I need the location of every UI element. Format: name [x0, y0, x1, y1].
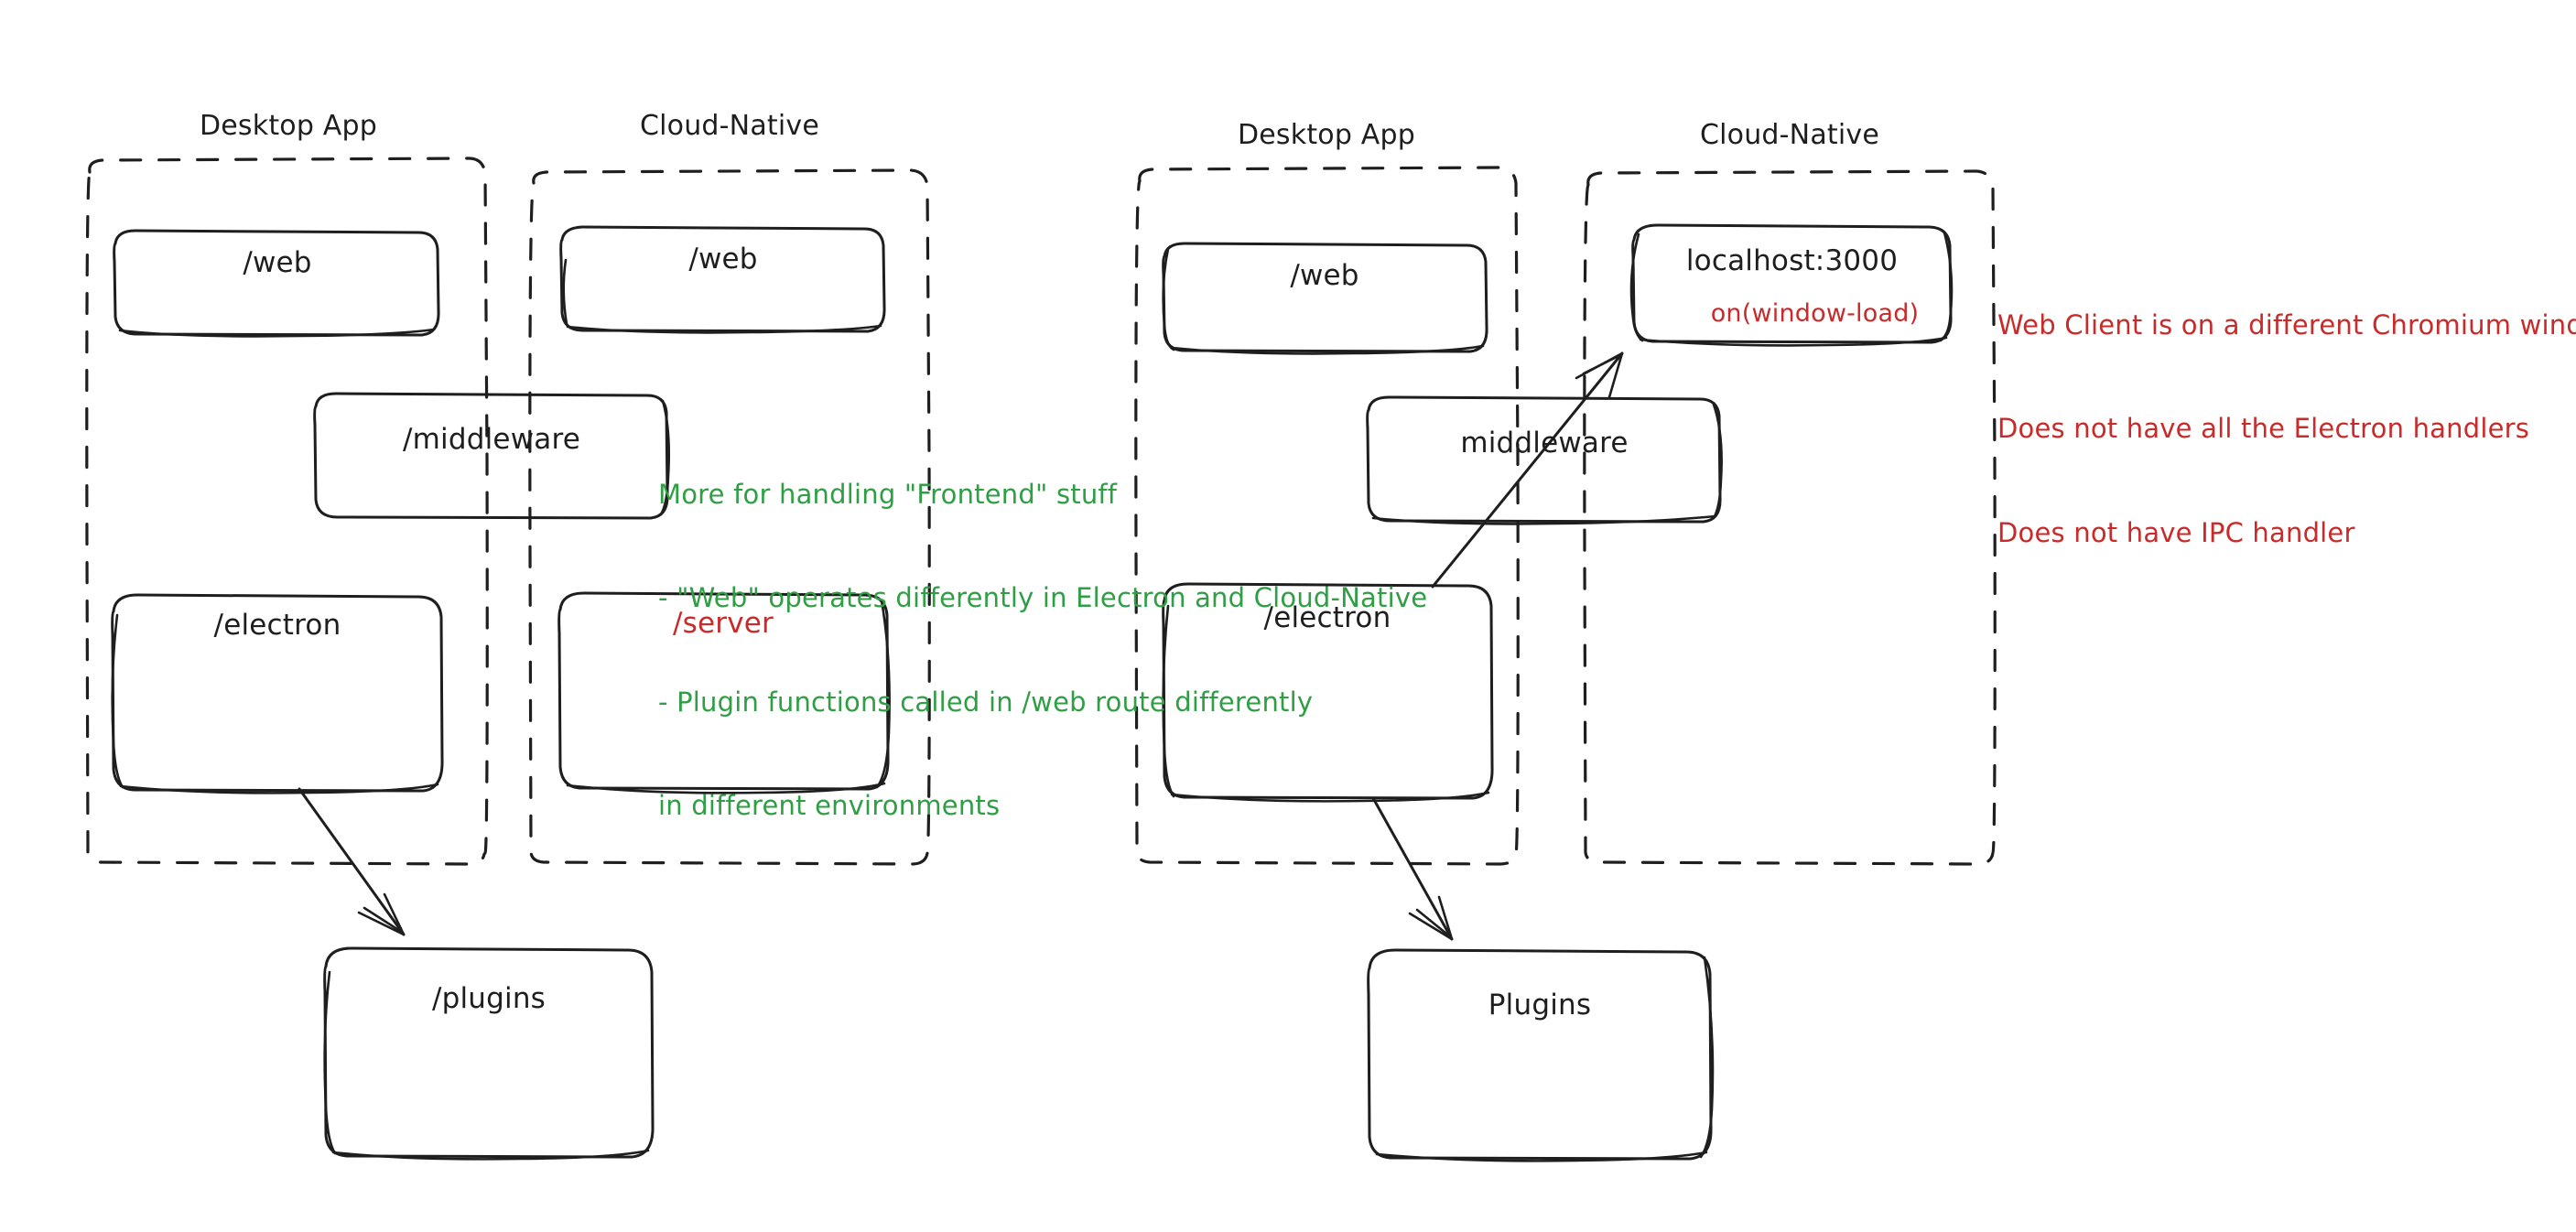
node-label-right-plugins[interactable]: Plugins — [1488, 989, 1592, 1021]
node-label-right-middleware[interactable]: middleware — [1460, 427, 1629, 459]
annotation-red-line-2: Does not have all the Electron handlers — [1997, 413, 2530, 445]
node-label-left-desktop-web[interactable]: /web — [243, 246, 312, 279]
annotation-green-line-1: More for handling "Frontend" stuff — [658, 479, 1118, 511]
edge-right-electron-to-plugins — [1371, 796, 1454, 941]
node-outline-left-electron — [111, 593, 444, 794]
node-outline-right-desktop-web — [1162, 242, 1488, 355]
node-sublabel-right-localhost: on(window-load) — [1710, 299, 1920, 328]
group-title-right-cloud: Cloud-Native — [1699, 119, 1880, 151]
edge-left-electron-to-plugins — [298, 787, 406, 936]
node-outline-right-electron — [1162, 582, 1494, 803]
node-label-left-server[interactable]: /server — [673, 607, 774, 640]
node-label-left-electron[interactable]: /electron — [213, 609, 341, 642]
node-label-left-cloud-web[interactable]: /web — [688, 243, 758, 276]
annotation-green-line-4: in different environments — [658, 789, 1001, 821]
node-outline-left-middleware — [313, 392, 671, 520]
node-outline-right-localhost — [1629, 223, 1954, 347]
group-outline-left-cloud — [528, 168, 931, 866]
group-title-left-cloud: Cloud-Native — [639, 110, 820, 142]
annotation-red-note: Web Client is on a different Chromium wi… — [1997, 240, 2576, 620]
node-outline-left-plugins — [323, 946, 655, 1161]
node-outline-right-middleware — [1366, 395, 1723, 525]
group-outline-right-cloud — [1583, 169, 1997, 866]
node-outline-left-desktop-web — [113, 229, 440, 338]
annotation-green-line-2: - "Web" operates differently in Electron… — [658, 582, 1428, 614]
node-outline-left-server — [557, 591, 891, 794]
node-outline-left-cloud-web — [559, 225, 886, 334]
group-title-left-desktop: Desktop App — [199, 110, 378, 142]
node-label-left-middleware[interactable]: /middleware — [403, 423, 580, 456]
group-outline-left-desktop — [85, 157, 489, 866]
node-label-right-electron[interactable]: /electron — [1263, 601, 1391, 634]
annotation-red-line-1: Web Client is on a different Chromium wi… — [1997, 309, 2576, 341]
annotation-green-line-3: - Plugin functions called in /web route … — [658, 686, 1314, 718]
annotation-green-note: More for handling "Frontend" stuff - "We… — [658, 409, 1427, 892]
group-title-right-desktop: Desktop App — [1237, 119, 1416, 151]
node-outline-right-plugins — [1367, 948, 1715, 1162]
node-label-right-localhost[interactable]: localhost:3000 — [1685, 244, 1899, 277]
edge-right-electron-to-localhost — [1431, 351, 1624, 589]
node-label-right-desktop-web[interactable]: /web — [1290, 259, 1359, 292]
node-label-left-plugins[interactable]: /plugins — [431, 982, 547, 1015]
annotation-red-line-3: Does not have IPC handler — [1997, 516, 2355, 548]
